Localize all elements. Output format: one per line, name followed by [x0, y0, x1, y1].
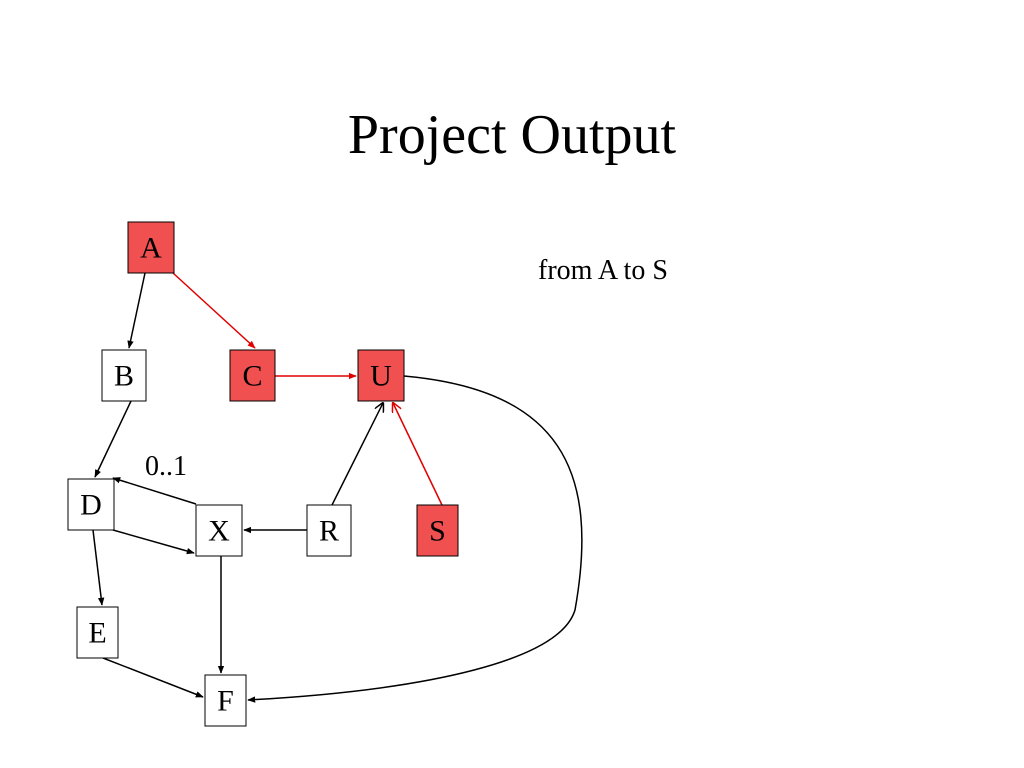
edge-d-to-e	[92, 529, 105, 606]
node-label-a: A	[140, 232, 162, 265]
node-box-x	[195, 504, 243, 557]
slide-title: Project Output	[347, 104, 677, 166]
node-box-b	[101, 349, 147, 402]
node-d: D	[67, 478, 115, 531]
edges-layer	[92, 272, 583, 703]
edge-u-to-f	[247, 375, 583, 703]
node-box-r	[306, 504, 352, 557]
node-box-d	[67, 478, 115, 531]
node-f: F	[204, 674, 247, 727]
node-label-s: S	[429, 515, 446, 548]
node-label-c: C	[242, 360, 262, 393]
node-label-r: R	[319, 515, 339, 548]
multiplicity-label: 0..1	[145, 451, 187, 482]
node-box-s	[416, 504, 459, 557]
node-label-b: B	[114, 360, 134, 393]
node-b: B	[101, 349, 147, 402]
edge-a-to-c	[172, 272, 256, 349]
node-u: U	[357, 349, 405, 402]
node-label-e: E	[88, 617, 106, 650]
node-box-c	[229, 349, 276, 402]
node-label-u: U	[370, 360, 392, 393]
node-box-e	[76, 606, 119, 659]
node-box-a	[127, 221, 175, 274]
node-s: S	[416, 504, 459, 557]
edge-e-to-f	[102, 657, 204, 698]
node-label-f: F	[217, 685, 234, 718]
node-label-x: X	[208, 515, 230, 548]
path-caption: from A to S	[538, 255, 668, 286]
edge-b-to-d	[94, 400, 132, 478]
edge-x-to-d	[112, 477, 197, 505]
node-box-u	[357, 349, 405, 402]
edge-r-to-u	[331, 403, 383, 506]
node-x: X	[195, 504, 243, 557]
edge-a-to-b	[127, 272, 146, 349]
node-e: E	[76, 606, 119, 659]
node-c: C	[229, 349, 276, 402]
node-a: A	[127, 221, 175, 274]
node-label-d: D	[80, 489, 102, 522]
node-r: R	[306, 504, 352, 557]
node-box-f	[204, 674, 247, 727]
edge-s-to-u	[393, 403, 443, 506]
edge-d-to-x	[112, 529, 195, 555]
nodes-layer: A B C U D X R S E F	[67, 221, 459, 727]
